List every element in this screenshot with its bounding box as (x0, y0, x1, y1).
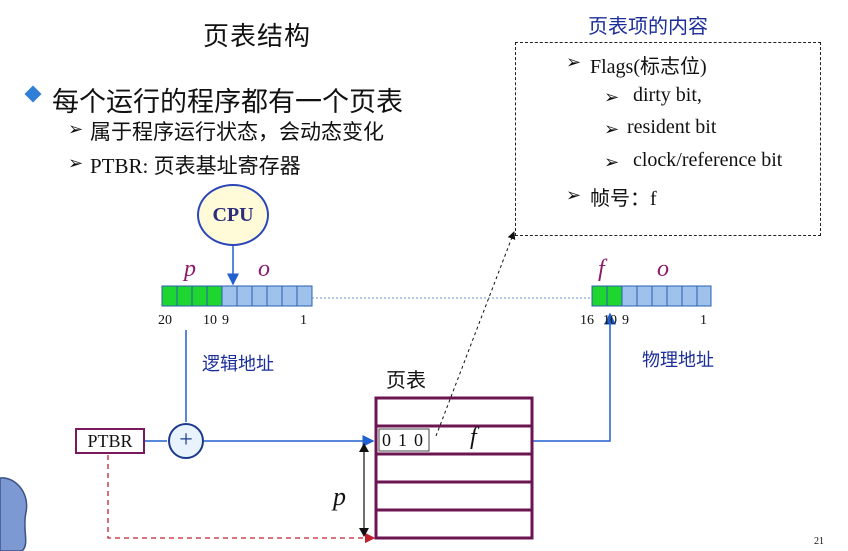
ptbr-register: PTBR (75, 428, 145, 454)
logical-o-label: o (258, 256, 270, 282)
physical-address-caption: 物理地址 (642, 350, 714, 370)
ptbr-base-dashed-line (107, 455, 376, 544)
page-table-grid (374, 396, 534, 540)
physical-tick-1: 1 (700, 313, 707, 328)
entry-frame-f-label: f (470, 424, 477, 450)
entry-item-resident: resident bit (627, 116, 717, 138)
physical-tick-16: 16 (580, 313, 594, 328)
entry-item-clock: clock/reference bit (633, 149, 783, 171)
main-bullet-text: 每个运行的程序都有一个页表 (52, 87, 403, 117)
entry-bit-1: 0 (382, 430, 391, 450)
arrow-bullet-icon: ➢ (68, 153, 84, 173)
sub-bullet-2: PTBR: 页表基址寄存器 (90, 154, 301, 178)
decorative-blob (0, 477, 28, 551)
arrow-bullet-icon: ➢ (566, 52, 582, 72)
entry-item-dirty: dirty bit, (633, 84, 702, 106)
plus-adder-icon: + (168, 423, 204, 459)
physical-tick-10: 10 (603, 313, 617, 328)
entry-box-title: 页表项的内容 (588, 16, 708, 38)
physical-address-register (591, 285, 712, 307)
entry-item-flags: Flags(标志位) (590, 56, 707, 78)
entry-bit-3: 0 (414, 430, 423, 450)
arrow-bullet-icon: ➢ (604, 119, 620, 139)
logical-tick-9: 9 (222, 313, 229, 328)
physical-f-label: f (598, 256, 605, 282)
arrow-bullet-icon: ➢ (604, 87, 620, 107)
slide-title: 页表结构 (203, 22, 312, 51)
page-table-title: 页表 (386, 370, 426, 392)
physical-o-label: o (657, 256, 669, 282)
arrow-bullet-icon: ➢ (68, 119, 84, 139)
logical-tick-10: 10 (203, 313, 217, 328)
entry-detail-arrow (435, 231, 516, 437)
page-number: 21 (814, 536, 824, 547)
entry-bit-2: 1 (398, 430, 407, 450)
entry-content-box (515, 42, 821, 236)
p-offset-label: p (333, 482, 346, 511)
logical-tick-1: 1 (300, 313, 307, 328)
logical-p-label: p (184, 256, 196, 282)
logical-address-caption: 逻辑地址 (202, 354, 274, 374)
logical-tick-20: 20 (158, 313, 172, 328)
logical-address-register (161, 285, 313, 307)
table-to-physical-arrow (533, 312, 616, 442)
arrow-bullet-icon: ➢ (604, 152, 620, 172)
cpu-node: CPU (197, 184, 269, 246)
arrow-bullet-icon: ➢ (566, 185, 582, 205)
entry-item-frame: 帧号：f (590, 188, 657, 210)
sub-bullet-1: 属于程序运行状态，会动态变化 (90, 120, 384, 144)
physical-tick-9: 9 (622, 313, 629, 328)
